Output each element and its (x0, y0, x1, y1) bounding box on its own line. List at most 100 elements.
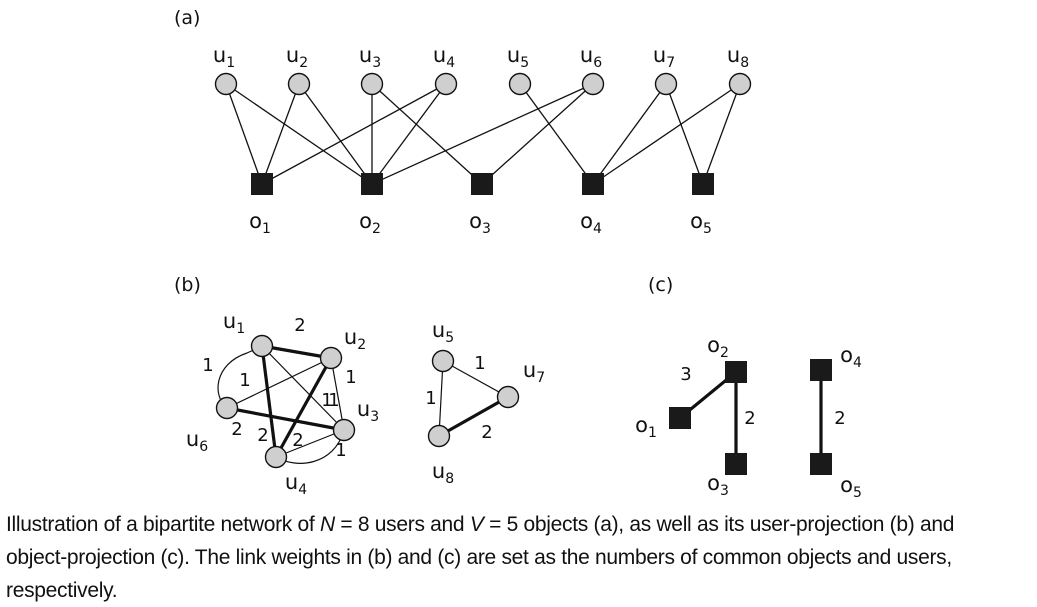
user-projection-link-u7-u8 (438, 395, 509, 438)
projected-user-label-u7: u7 (523, 358, 545, 386)
user-projection-link-u1-u2 (261, 344, 332, 360)
user-node-u5 (508, 72, 532, 96)
panel-label-a: (a) (174, 7, 200, 29)
projected-user-label-u3: u3 (357, 397, 379, 425)
user-projection-link-u2-u3 (330, 357, 345, 431)
caption-n-equals: = 8 users and (334, 513, 470, 536)
user-label-u3: u3 (359, 43, 381, 71)
user-projection-weight-u2-u3: 1 (345, 367, 356, 388)
projected-object-node-o4 (810, 359, 832, 381)
user-projection-weight-u5-u7: 1 (474, 353, 485, 374)
object-node-o2 (361, 173, 383, 195)
user-node-u6 (581, 72, 605, 96)
panel-label-c: (c) (648, 274, 673, 296)
projected-user-label-u2: u2 (344, 325, 366, 353)
object-projection-weight-o2-o3: 2 (744, 408, 755, 429)
projected-user-node-u8 (427, 424, 451, 448)
user-projection-weight-u1-u6: 1 (202, 355, 213, 376)
user-projection-weight-u7-u8: 2 (481, 422, 492, 443)
bipartite-link-u8-o4 (592, 83, 741, 185)
caption-n-symbol: N (319, 513, 335, 536)
bipartite-link-u2-o1 (261, 83, 300, 185)
bipartite-link-u1-o2 (225, 83, 373, 185)
user-projection-weight-u2-u6: 1 (239, 370, 250, 391)
user-projection-weight-u5-u8: 1 (425, 388, 436, 409)
user-node-u7 (654, 72, 678, 96)
user-label-u4: u4 (433, 43, 455, 71)
user-node-u8 (728, 72, 752, 96)
bipartite-link-u4-o1 (261, 83, 447, 185)
projected-object-label-o4: o4 (840, 343, 862, 371)
user-label-u7: u7 (653, 43, 675, 71)
caption-line-2: object-projection (c). The link weights … (6, 546, 952, 602)
user-label-u8: u8 (727, 43, 749, 71)
object-label-o1: o1 (249, 209, 271, 237)
object-label-o3: o3 (469, 209, 491, 237)
user-node-u4 (434, 72, 458, 96)
projected-user-label-u8: u8 (432, 459, 454, 487)
user-projection-weight-u6-u3: 2 (231, 419, 242, 440)
projected-user-node-u4 (264, 445, 288, 469)
user-projection-link-u3-u4 (275, 429, 345, 458)
projected-object-node-o2 (725, 361, 747, 383)
bipartite-link-u8-o5 (702, 83, 741, 185)
projected-object-label-o3: o3 (707, 471, 729, 499)
user-projection-weight-u6-u4: 1 (335, 440, 346, 461)
object-label-o5: o5 (690, 209, 712, 237)
user-projection-link-u1-u4 (260, 345, 278, 458)
bipartite-link-u7-o5 (665, 83, 704, 185)
projected-object-node-o1 (669, 407, 691, 429)
projected-object-label-o5: o5 (840, 473, 862, 501)
user-projection-weight-u2-u4: 2 (292, 430, 303, 451)
user-label-u2: u2 (286, 43, 308, 71)
user-projection-weight-u1-u3: 1 (321, 390, 332, 411)
user-label-u1: u1 (213, 43, 235, 71)
user-node-u1 (214, 72, 238, 96)
panel-label-b: (b) (174, 274, 201, 296)
user-projection-weight-u3-u4: 1 (328, 390, 339, 411)
user-projection-link-u5-u8 (438, 360, 444, 437)
bipartite-link-u1-o1 (225, 83, 263, 185)
bipartite-link-u5-o4 (519, 83, 594, 185)
bipartite-link-u6-o2 (371, 83, 594, 185)
object-label-o2: o2 (359, 209, 381, 237)
object-node-o1 (251, 173, 273, 195)
projected-object-label-o2: o2 (707, 333, 729, 361)
projected-user-label-u1: u1 (223, 309, 245, 337)
user-projection-weight-u1-u4: 2 (257, 425, 268, 446)
projected-user-label-u5: u5 (432, 318, 454, 346)
user-projection-link-u1-u3 (261, 345, 345, 431)
user-projection-link-u2-u4 (274, 357, 333, 458)
projected-user-label-u4: u4 (285, 470, 307, 498)
projected-user-node-u2 (319, 346, 343, 370)
user-node-u3 (360, 72, 384, 96)
figure-caption: Illustration of a bipartite network of N… (6, 508, 1034, 607)
projected-object-node-o5 (810, 453, 832, 475)
projected-user-node-u6 (215, 396, 239, 420)
projected-user-label-u6: u6 (186, 427, 208, 455)
user-projection-link-u6-u3 (226, 406, 345, 432)
user-projection-link-u5-u7 (442, 360, 509, 398)
projected-user-node-u7 (496, 385, 520, 409)
object-projection-weight-o4-o5: 2 (834, 408, 845, 429)
bipartite-link-u4-o2 (371, 83, 447, 185)
caption-v-equals: = 5 objects (a), as well as its user-pro… (483, 513, 955, 536)
bipartite-link-u6-o3 (481, 83, 594, 185)
projected-user-node-u3 (332, 418, 356, 442)
user-node-u2 (287, 72, 311, 96)
projected-object-node-o3 (725, 453, 747, 475)
bipartite-link-u3-o3 (371, 83, 483, 185)
caption-part-1: Illustration of a bipartite network of (6, 513, 320, 536)
bipartite-link-u7-o4 (592, 83, 667, 185)
bipartite-link-u2-o2 (298, 83, 373, 185)
caption-line-1: Illustration of a bipartite network of N… (6, 508, 1034, 541)
user-projection-weight-u1-u2: 2 (294, 315, 305, 336)
user-label-u5: u5 (507, 43, 529, 71)
projected-user-node-u5 (431, 349, 455, 373)
user-label-u6: u6 (580, 43, 602, 71)
object-node-o5 (692, 173, 714, 195)
projected-user-node-u1 (250, 334, 274, 358)
projected-object-label-o1: o1 (635, 413, 657, 441)
object-node-o4 (582, 173, 604, 195)
